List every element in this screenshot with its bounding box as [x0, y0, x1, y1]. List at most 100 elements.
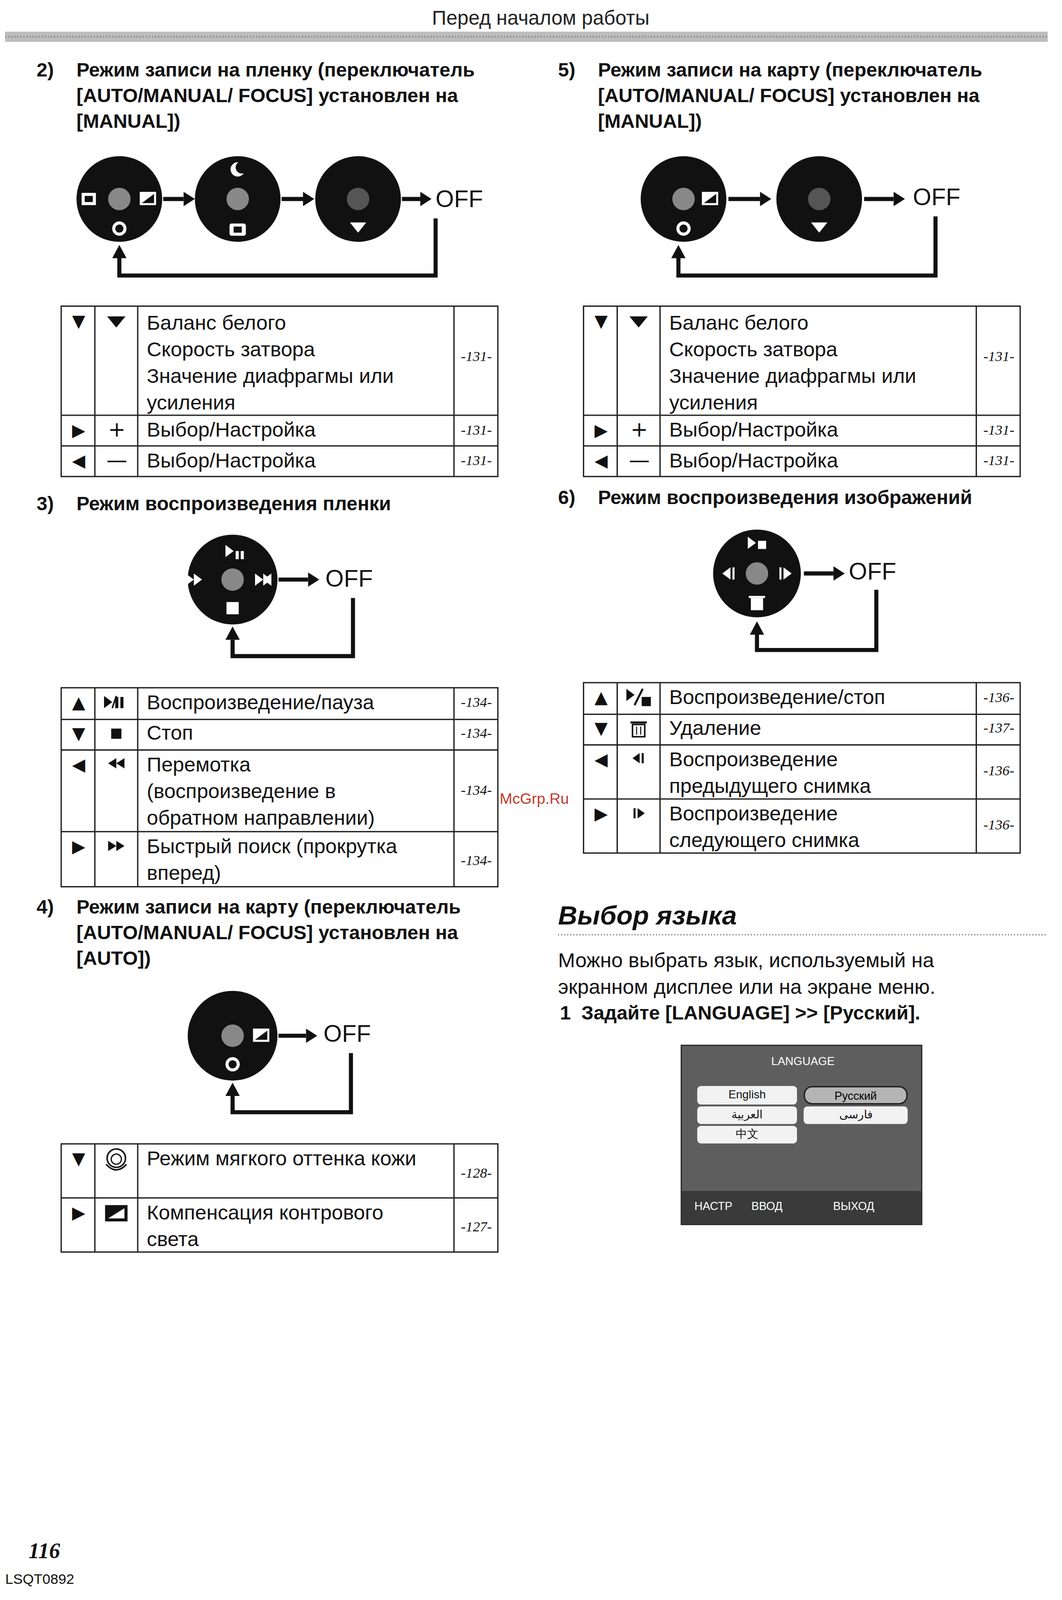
section-number: 6): [558, 484, 595, 511]
table-symbol: —: [618, 446, 661, 474]
watermark: McGrp.Ru: [499, 789, 582, 807]
section-number: 2): [36, 56, 74, 83]
table-symbol: —: [95, 446, 138, 474]
header-band-texture: [5, 35, 1048, 38]
page-number: 116: [28, 1538, 111, 1564]
page-ref: -131-: [977, 420, 1021, 440]
page-ref: -136-: [977, 760, 1021, 780]
page-ref: -127-: [455, 1216, 498, 1236]
button-diagram: [640, 156, 936, 276]
table-cell: Выбор/Настройка: [146, 446, 448, 474]
menu-text: НАСТР: [694, 1198, 756, 1214]
section-heading: Режим воспроизведения изображений: [597, 484, 1047, 511]
button-symbol: ◀: [584, 747, 618, 772]
button-symbol: ◀: [62, 752, 95, 777]
table-cell: Перемотка (воспроизведение в обратном на…: [146, 750, 423, 831]
language-button: English: [697, 1085, 797, 1105]
language-button: فارسی: [803, 1106, 908, 1124]
button-diagram: [185, 534, 353, 657]
button-symbol: ▶: [62, 1200, 95, 1225]
language-button: العربية: [697, 1106, 797, 1124]
page-ref: -131-: [455, 346, 498, 366]
page-ref: -131-: [977, 346, 1021, 366]
button-symbol: ◀: [62, 448, 95, 473]
button-text: English: [697, 1085, 797, 1103]
section-title: Выбор языка: [558, 899, 1018, 931]
table-cell: Компенсация контрового света: [146, 1198, 433, 1252]
section-heading: Режим записи на карту (переключатель [AU…: [597, 56, 1027, 134]
table-cell: Удаление: [669, 714, 971, 741]
table-cell: Быстрый поиск (прокрутка вперед): [146, 832, 443, 886]
section-rule: [558, 933, 1048, 936]
page-ref: -131-: [455, 450, 498, 470]
section-number: 5): [558, 56, 595, 83]
doc-code: LSQT0892: [5, 1570, 149, 1588]
button-diagram: [76, 156, 436, 276]
table-cell: Режим мягкого оттенка кожи: [146, 1144, 433, 1172]
table-cell: Скорость затвора: [146, 335, 448, 363]
section-heading: Режим записи на пленку (переключатель [A…: [76, 56, 495, 134]
button-text: العربية: [697, 1106, 797, 1122]
page-ref: -136-: [977, 687, 1021, 707]
table-symbol: +: [95, 416, 138, 443]
page-ref: -137-: [977, 718, 1021, 738]
off-label: OFF: [435, 185, 507, 213]
button-text: 中文: [697, 1125, 797, 1142]
language-button-selected: Русский: [803, 1085, 908, 1105]
button-text: Русский: [805, 1087, 907, 1104]
off-label: OFF: [325, 565, 397, 592]
step-number: 1: [559, 999, 581, 1026]
table-cell: Баланс белого: [669, 309, 971, 336]
button-text: فارسی: [803, 1106, 908, 1122]
table-cell: Скорость затвора: [669, 335, 971, 363]
button-symbol: ▼: [62, 1146, 95, 1171]
table-cell: Воспроизведение/стоп: [669, 683, 971, 711]
button-diagram: [187, 990, 351, 1113]
table-symbol: +: [618, 416, 661, 443]
table-cell: Выбор/Настройка: [669, 446, 971, 474]
table-cell: Значение диафрагмы или усиления: [669, 362, 966, 416]
language-button: 中文: [697, 1125, 797, 1144]
button-symbol: ▲: [584, 685, 618, 710]
button-symbol: ▼: [584, 716, 618, 740]
table-cell: Стоп: [146, 719, 448, 746]
section-number: 4): [36, 893, 74, 920]
page-header: Перед началом работы: [336, 6, 745, 30]
section-heading: Режим воспроизведения пленки: [76, 490, 495, 517]
table-cell: Баланс белого: [146, 309, 448, 336]
off-label: OFF: [323, 1020, 395, 1047]
button-symbol: ◀: [584, 448, 618, 473]
button-symbol: ▼: [62, 309, 95, 333]
page-ref: -134-: [455, 692, 498, 712]
table-cell: Выбор/Настройка: [669, 416, 971, 443]
page-ref: -131-: [455, 420, 498, 440]
button-symbol: ▼: [584, 309, 618, 333]
menu-text: LANGUAGE: [682, 1053, 924, 1069]
button-symbol: ▲: [62, 690, 95, 715]
page-ref: -131-: [977, 450, 1021, 470]
menu-text: ВВОД: [751, 1198, 813, 1214]
step-text: Задайте [LANGUAGE] >> [Русский].: [581, 999, 1031, 1026]
page-ref: -134-: [455, 780, 498, 800]
menu-screen: LANGUAGE НАСТРВВОД ВЫХОД English Русский العر…: [680, 1044, 923, 1225]
button-symbol: ▶: [584, 801, 618, 826]
table-cell: Воспроизведение следующего снимка: [669, 799, 955, 854]
menu-text: ВЫХОД: [833, 1198, 915, 1214]
section-heading: Режим записи на карту (переключатель [AU…: [76, 893, 495, 971]
button-diagram: [712, 529, 877, 650]
table-cell: Воспроизведение предыдущего снимка: [669, 745, 955, 799]
table-cell: Значение диафрагмы или усиления: [146, 362, 443, 416]
section-number: 3): [36, 490, 74, 517]
button-symbol: ▶: [62, 418, 95, 443]
body-text: Можно выбрать язык, используемый на экра…: [558, 946, 1018, 1000]
button-symbol: ▶: [62, 834, 95, 859]
table-cell: Воспроизведение/пауза: [146, 688, 448, 716]
off-label: OFF: [848, 558, 920, 585]
table-grid: [61, 305, 1021, 1252]
page-ref: -136-: [977, 815, 1021, 835]
page-ref: -134-: [455, 723, 498, 743]
page-ref: -134-: [455, 850, 498, 870]
table-cell: Выбор/Настройка: [146, 416, 448, 443]
button-symbol: ▶: [584, 418, 618, 443]
